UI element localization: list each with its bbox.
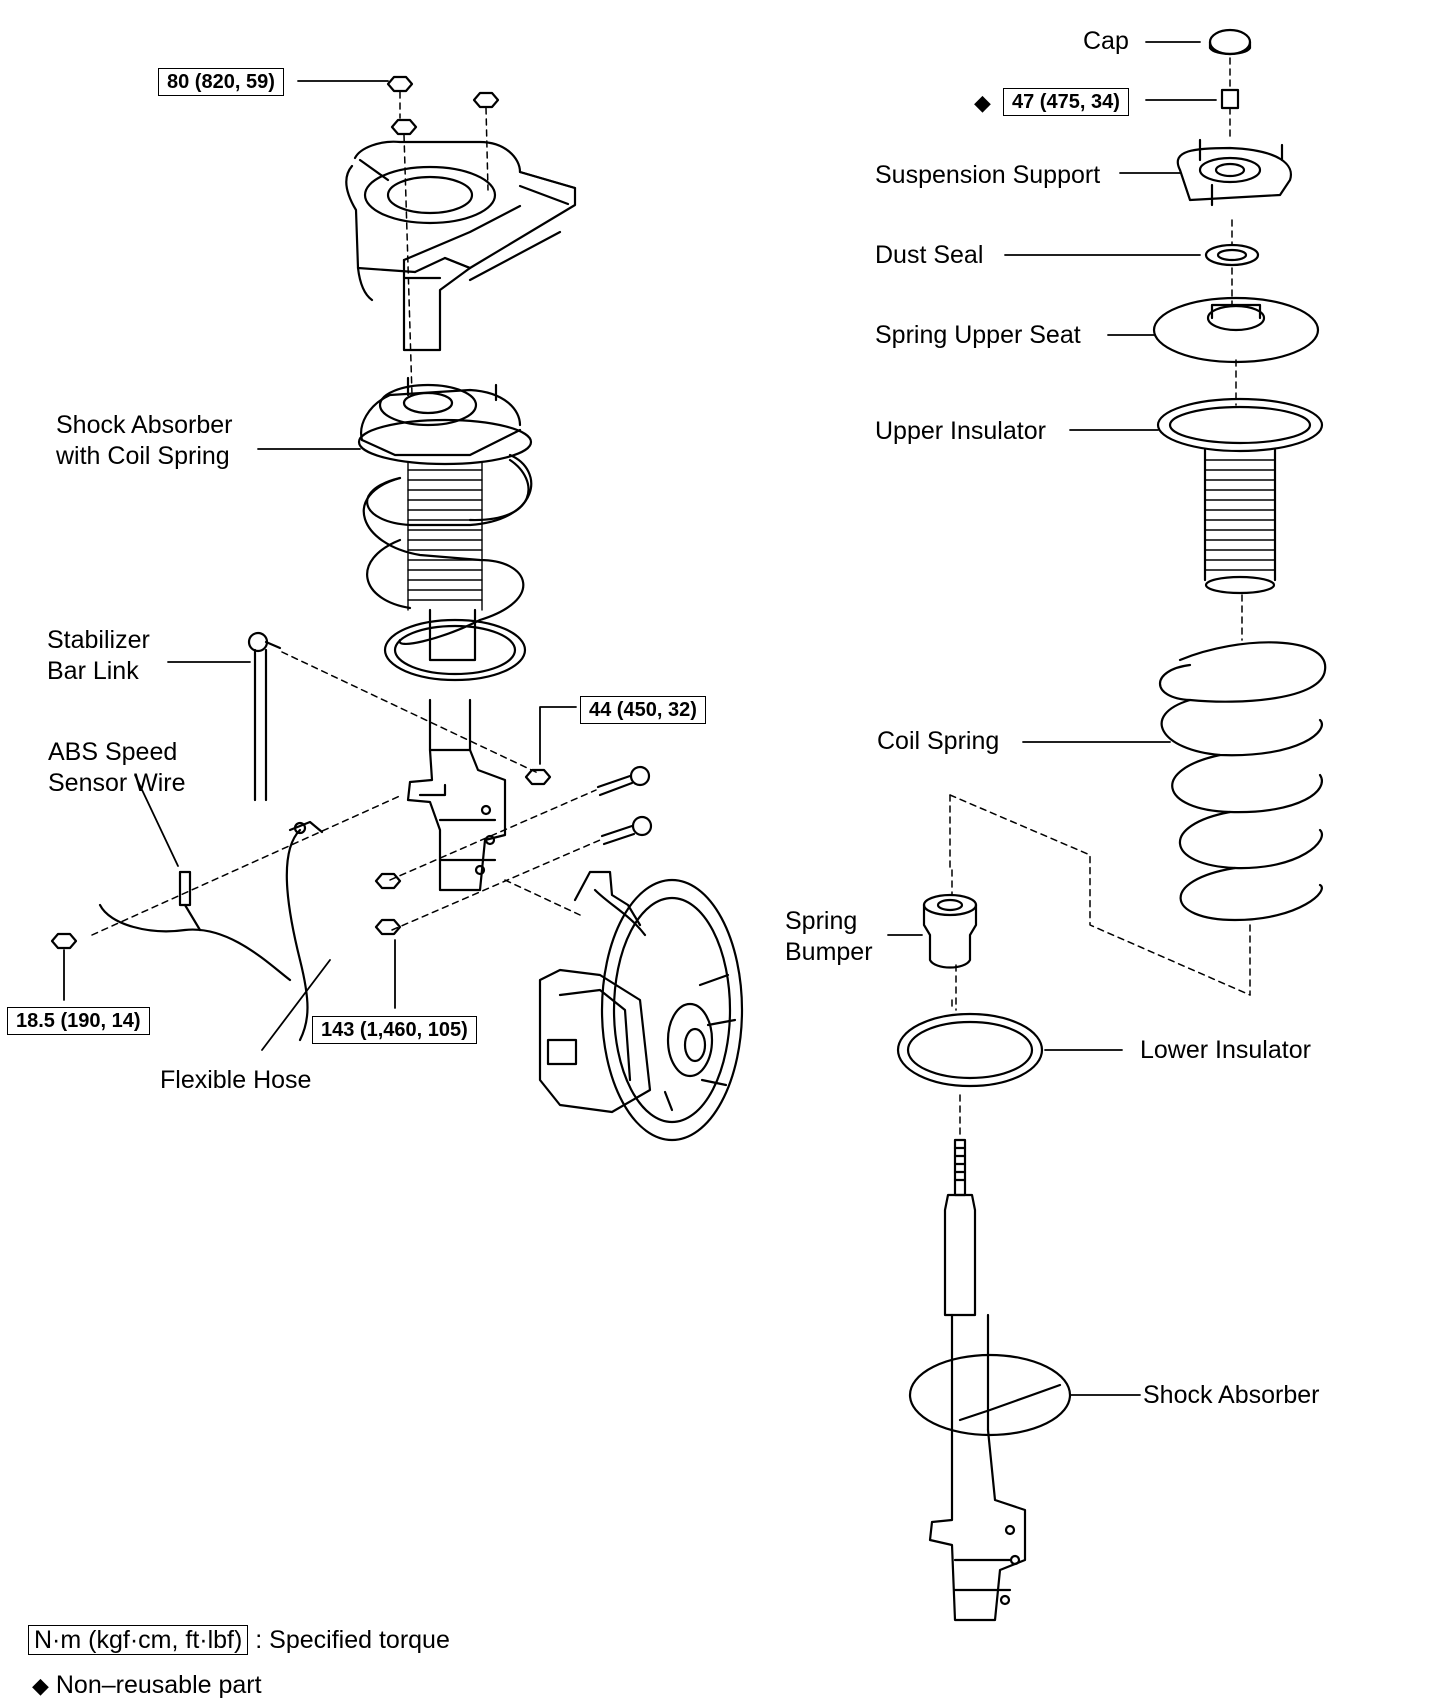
spring-bumper-part — [922, 893, 978, 969]
coil-spring-part — [1159, 641, 1327, 922]
cap-part-rim — [1208, 40, 1252, 56]
upper-insulator-bellows — [1204, 459, 1276, 571]
stabilizer-bar-link-part — [247, 631, 282, 802]
abs-speed-sensor-wire-part — [98, 870, 292, 982]
dust-seal-part-inner — [1216, 248, 1248, 262]
upper-insulator-part — [1156, 397, 1324, 595]
strut-mount-nut — [386, 75, 500, 136]
leader-abs-wire — [134, 774, 179, 867]
flexible-hose-part — [285, 820, 324, 1042]
knuckle-bolt — [596, 765, 653, 846]
assembled-coil-spring — [362, 453, 533, 682]
piston-rod-nut — [1220, 88, 1240, 110]
dust-seal-part — [1204, 243, 1260, 267]
abs-dash-line — [91, 794, 403, 936]
sensor-bracket-bolt — [50, 932, 78, 950]
steering-knuckle-and-disc — [538, 870, 744, 1142]
strut-tower-body — [345, 140, 577, 352]
knuckle-nut-lower — [374, 918, 402, 936]
suspension-support-part — [1176, 138, 1292, 207]
assembled-boot — [407, 461, 483, 611]
stabilizer-link-nut — [524, 768, 552, 786]
knuckle-dash-lines — [389, 789, 601, 931]
right-axis-dash-line — [949, 57, 1251, 1136]
lower-insulator-part-inner — [906, 1020, 1034, 1080]
assembled-strut-body — [406, 608, 507, 892]
spring-upper-seat-part — [1152, 296, 1320, 364]
stabilizer-dash-line — [281, 651, 541, 775]
shock-absorber-part — [908, 1138, 1072, 1622]
cap-part — [1208, 28, 1252, 56]
lower-insulator-part — [896, 1012, 1044, 1088]
leader-stabilizer-nut-torque — [539, 706, 577, 765]
assembled-strut-mount — [357, 376, 533, 466]
leader-flexible-hose — [261, 959, 331, 1051]
mount-dash-lines — [399, 91, 489, 396]
knuckle-nut-upper — [374, 872, 402, 890]
